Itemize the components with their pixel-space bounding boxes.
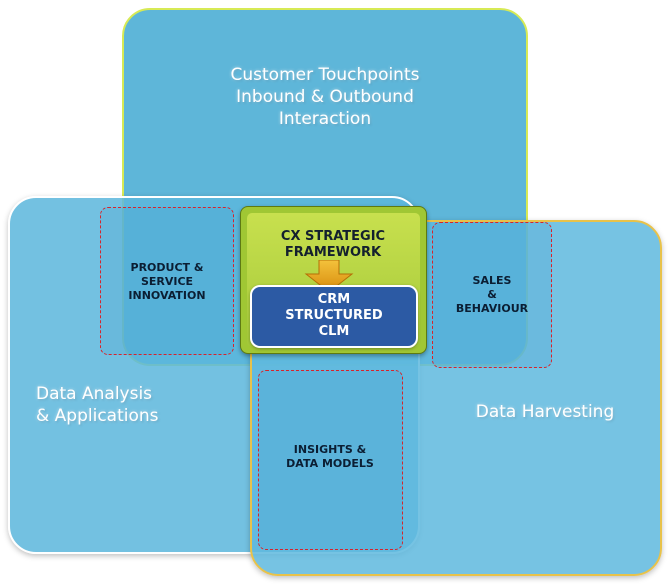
crm-line-2: STRUCTURED xyxy=(285,308,383,323)
down-arrow-icon xyxy=(304,260,354,292)
customer-touchpoints-line-3: Interaction xyxy=(278,109,372,129)
crm-line-3: CLM xyxy=(318,324,350,339)
product-line-2: SERVICE xyxy=(140,275,194,288)
sales-behaviour-zone xyxy=(432,222,552,368)
cx-line-2: FRAMEWORK xyxy=(284,245,382,260)
customer-touchpoints-line-2: Inbound & Outbound xyxy=(236,87,414,107)
sales-line-1: SALES xyxy=(472,274,512,287)
cx-line-1: CX STRATEGIC xyxy=(280,229,386,244)
product-innovation-zone xyxy=(100,207,234,355)
insights-data-models-label: INSIGHTS & DATA MODELS xyxy=(262,443,398,471)
insights-line-2: DATA MODELS xyxy=(286,457,374,470)
customer-touchpoints-label: Customer Touchpoints Inbound & Outbound … xyxy=(200,64,450,130)
crm-structured-clm-label: CRM STRUCTURED CLM xyxy=(250,292,418,340)
product-innovation-label: PRODUCT & SERVICE INNOVATION xyxy=(110,261,224,303)
insights-line-1: INSIGHTS & xyxy=(293,443,367,456)
crm-structured-clm-box xyxy=(250,285,418,348)
data-analysis-line-1: Data Analysis xyxy=(36,384,153,404)
cx-strategic-framework-label: CX STRATEGIC FRAMEWORK xyxy=(245,229,421,261)
sales-behaviour-label: SALES & BEHAVIOUR xyxy=(438,274,546,316)
data-harvesting-line-1: Data Harvesting xyxy=(475,402,615,422)
product-line-3: INNOVATION xyxy=(128,289,206,302)
sales-line-3: BEHAVIOUR xyxy=(455,302,529,315)
customer-touchpoints-line-1: Customer Touchpoints xyxy=(230,65,420,85)
product-line-1: PRODUCT & xyxy=(130,261,204,274)
sales-line-2: & xyxy=(487,288,497,301)
data-analysis-line-2: & Applications xyxy=(36,406,159,426)
crm-line-1: CRM xyxy=(317,292,351,307)
data-analysis-label: Data Analysis & Applications xyxy=(36,383,159,427)
insights-data-models-zone xyxy=(258,370,403,550)
data-harvesting-label: Data Harvesting xyxy=(470,401,620,423)
